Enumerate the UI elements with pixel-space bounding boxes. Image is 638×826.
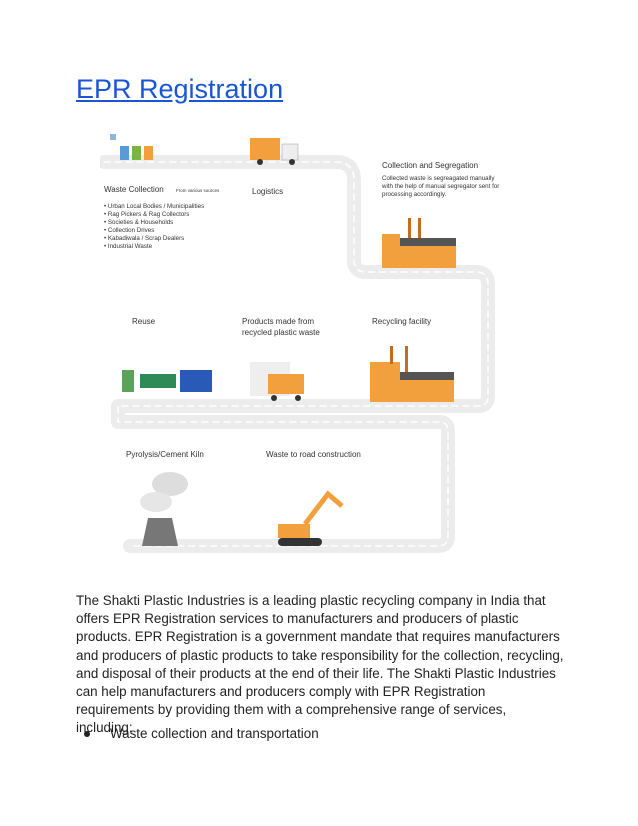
products-label-line: Products made from (242, 317, 314, 326)
list-item: • Collection Drives (104, 227, 154, 234)
recycling-factory-icon (370, 346, 454, 402)
waste-collection-title: Waste Collection (104, 185, 164, 194)
reuse-label: Reuse (132, 317, 156, 326)
waste-collection-list: • Urban Local Bodies / Municipalities • … (104, 203, 204, 250)
list-item: • Kabadiwala / Scrap Dealers (104, 235, 184, 242)
road-construction-label: Waste to road construction (266, 450, 361, 459)
products-label-line: recycled plastic waste (242, 328, 320, 337)
waste-bins-icon (110, 134, 153, 160)
list-item: • Rag Pickers & Rag Collectors (104, 211, 189, 218)
recycling-facility-label: Recycling facility (372, 317, 431, 326)
waste-collection-subtitle: From various sources (176, 188, 220, 193)
collection-desc-line: with the help of manual segregator sent … (381, 183, 499, 190)
body-paragraph: The Shakti Plastic Industries is a leadi… (76, 593, 564, 736)
pyrolysis-label: Pyrolysis/Cement Kiln (126, 450, 204, 459)
collection-desc-line: Collected waste is segreagated manually (382, 175, 495, 182)
factory-icon (382, 218, 456, 268)
epr-process-infographic: Waste Collection From various sources • … (100, 134, 499, 553)
list-item: • Societies & Households (104, 219, 173, 226)
page-title[interactable]: EPR Registration (76, 74, 284, 104)
collection-desc-line: processing accordingly. (382, 191, 446, 198)
excavator-icon (278, 490, 344, 546)
smokestack-icon (140, 472, 188, 546)
products-truck-icon (250, 362, 304, 401)
logistics-label: Logistics (252, 187, 283, 196)
list-item: • Industrial Waste (104, 243, 153, 250)
list-item: • Urban Local Bodies / Municipalities (104, 203, 204, 210)
garbage-truck-icon (250, 138, 299, 165)
reuse-items-icon (122, 370, 212, 392)
road (100, 155, 495, 553)
list-item-text: Waste collection and transportation (110, 726, 319, 741)
list-item: Waste collection and transportation (84, 726, 319, 741)
collection-segregation-title: Collection and Segregation (382, 161, 478, 170)
bullet-icon (84, 730, 90, 737)
